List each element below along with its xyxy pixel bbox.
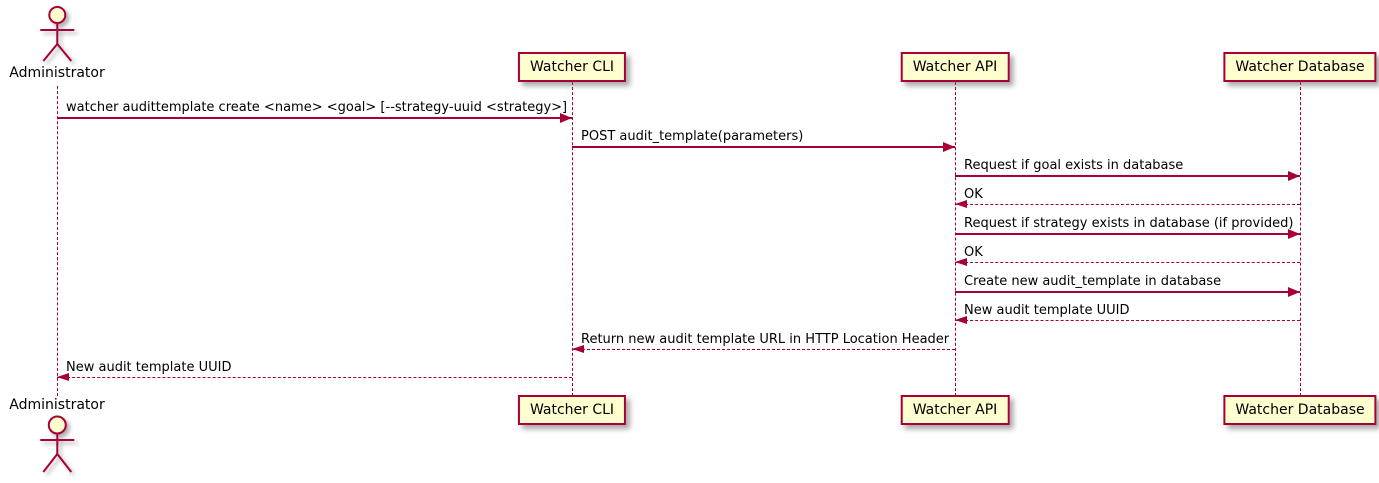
message-line [955,204,1300,205]
arrowhead-icon [943,142,955,152]
actor-icon [40,6,74,62]
message-label: POST audit_template(parameters) [581,129,804,144]
message-label: New audit template UUID [66,360,232,375]
message-line [572,349,955,350]
lifeline-admin [57,86,58,396]
arrowhead-icon [1288,287,1300,297]
arrowhead-icon [955,258,967,266]
message-line [57,117,572,119]
lifeline-api [955,82,956,396]
participant-box-api-top: Watcher API [900,52,1010,82]
participant-box-api-bottom: Watcher API [900,395,1010,425]
message-label: OK [964,245,983,260]
arrowhead-icon [1288,171,1300,181]
actor-label: Administrator [9,397,105,413]
message-line [955,320,1300,321]
participant-box-db-bottom: Watcher Database [1223,395,1377,425]
arrowhead-icon [57,373,69,381]
participant-box-db-top: Watcher Database [1223,52,1377,82]
arrowhead-icon [955,200,967,208]
message-label: Request if strategy exists in database (… [964,216,1294,231]
message-line [955,233,1300,235]
message-line [955,262,1300,263]
message-label: Return new audit template URL in HTTP Lo… [581,332,950,347]
arrowhead-icon [1288,229,1300,239]
actor-label: Administrator [9,65,105,81]
message-line [572,146,955,148]
actor-administrator-top: Administrator [9,5,105,82]
message-label: watcher audittemplate create <name> <goa… [66,100,568,115]
actor-administrator-bottom: Administrator [9,397,105,476]
message-label: New audit template UUID [964,303,1130,318]
message-line [955,291,1300,293]
actor-icon [40,415,74,473]
lifeline-cli [572,82,573,396]
arrowhead-icon [560,113,572,123]
participant-box-cli-top: Watcher CLI [517,52,627,82]
arrowhead-icon [572,345,584,353]
message-line [955,175,1300,177]
message-label: Create new audit_template in database [964,274,1222,289]
message-label: OK [964,187,983,202]
participant-box-cli-bottom: Watcher CLI [517,395,627,425]
message-label: Request if goal exists in database [964,158,1184,173]
arrowhead-icon [955,316,967,324]
message-line [57,377,572,378]
lifeline-db [1300,82,1301,396]
